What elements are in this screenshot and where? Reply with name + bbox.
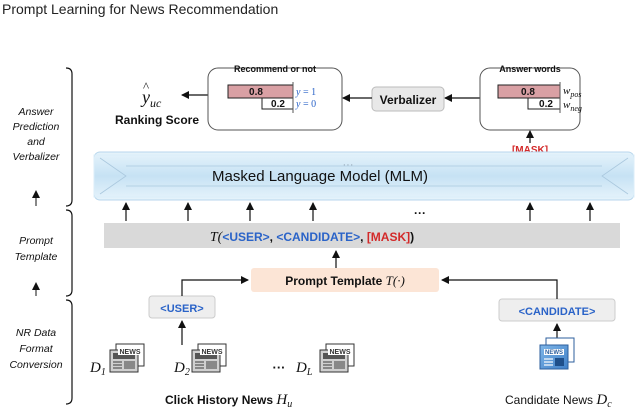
ranking-label: Ranking Score <box>115 113 199 127</box>
answer-label-pos: wpos <box>563 85 581 99</box>
recommend-value-2: 0.2 <box>271 99 285 110</box>
answer-words-title: Answer words <box>499 64 561 74</box>
arrow-candidate-to-prompt <box>441 276 558 299</box>
verbalizer-label: Verbalizer <box>380 93 437 107</box>
between-dots: ··· <box>414 206 426 220</box>
mlm-label: Masked Language Model (MLM) <box>212 168 428 185</box>
mlm-dots: ··· <box>343 159 354 171</box>
label-answer-line3: and <box>27 136 46 148</box>
recommend-panel: Recommend or not 0.8 0.2 y = 1 y = 0 <box>207 64 343 131</box>
prompt-template-label: Prompt Template T(·) <box>285 273 405 288</box>
history-dots: ··· <box>273 360 286 375</box>
template-bar <box>104 223 620 248</box>
mlm-block: ··· Masked Language Model (MLM) <box>93 151 635 201</box>
label-nr-line1: NR Data <box>16 327 56 339</box>
label-nr-line2: Format <box>19 343 53 355</box>
label-nr-conversion: NR Data Format Conversion <box>9 327 62 371</box>
ranking-hat: ^ <box>143 79 149 94</box>
arrow-user-to-prompt <box>181 276 249 296</box>
answer-words-panel: Answer words 0.8 0.2 wpos wneg <box>479 64 582 131</box>
candidate-news-icon: NEWS <box>539 337 575 370</box>
news-icon-d2: NEWS <box>191 343 227 373</box>
label-answer-line1: Answer <box>17 106 54 118</box>
header-title: Prompt Learning for News Recommendation <box>2 1 278 17</box>
doc-label-d1: D1 <box>89 360 106 378</box>
label-answer-line2: Prediction <box>13 121 60 133</box>
mask-token-label: [MASK] <box>512 145 548 156</box>
click-history-label: Click History News Hu <box>165 392 292 410</box>
recommend-value-1: 0.8 <box>249 87 263 98</box>
left-bracket-lines <box>65 67 73 405</box>
label-prompt-line1: Prompt <box>19 235 54 247</box>
recommend-title: Recommend or not <box>234 64 316 74</box>
svg-text:NEWS: NEWS <box>330 349 351 356</box>
svg-text:NEWS: NEWS <box>202 349 223 356</box>
candidate-tag-label: <CANDIDATE> <box>519 306 596 318</box>
svg-text:NEWS: NEWS <box>545 350 563 356</box>
doc-label-dl: DL <box>295 360 313 378</box>
candidate-news-label: Candidate News Dc <box>505 392 612 410</box>
label-nr-line3: Conversion <box>9 359 62 371</box>
label-answer-prediction: Answer Prediction and Verbalizer <box>13 106 60 163</box>
answer-value-1: 0.8 <box>521 87 535 98</box>
ranking-score: yuc ^ Ranking Score <box>115 79 199 127</box>
verbalizer-box <box>371 86 445 112</box>
label-answer-line4: Verbalizer <box>13 151 60 163</box>
svg-text:NEWS: NEWS <box>120 349 141 356</box>
doc-label-d2: D2 <box>173 360 190 378</box>
answer-label-neg: wneg <box>563 99 582 113</box>
user-tag-label: <USER> <box>160 303 203 315</box>
prompt-template-box <box>251 268 439 292</box>
news-icon-d1: NEWS <box>109 343 145 373</box>
news-icon-dl: NEWS <box>319 343 355 373</box>
label-prompt-line2: Template <box>15 251 58 263</box>
recommend-label-2: y = 0 <box>295 99 316 110</box>
recommend-label-1: y = 1 <box>295 87 316 98</box>
label-prompt-template-section: Prompt Template <box>15 235 58 263</box>
ranking-symbol: yuc <box>140 87 162 110</box>
template-to-mlm-arrows <box>122 202 594 221</box>
answer-value-2: 0.2 <box>539 99 553 110</box>
template-bar-text: T(<USER>, <CANDIDATE>, [MASK]) <box>210 230 414 245</box>
